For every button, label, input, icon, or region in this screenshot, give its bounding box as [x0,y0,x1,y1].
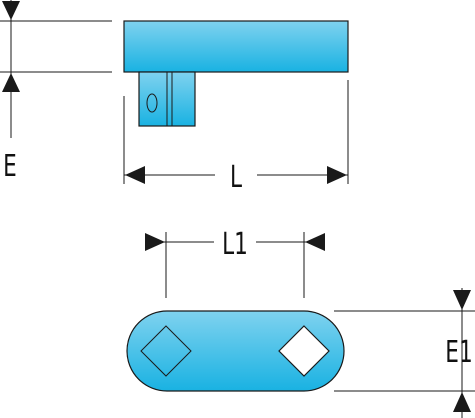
arrowhead [125,166,145,184]
arrowhead [453,290,471,310]
top-view-socket-right [278,325,330,377]
side-view-detent-hole [146,93,158,113]
arrowhead [327,166,347,184]
dimension-l1: L1 [145,228,325,298]
dimension-label-l1: L1 [222,228,248,262]
dimension-e1: E1 [334,288,475,418]
dimension-label-e1: E1 [445,336,472,370]
top-view-body [126,310,345,392]
arrowhead [453,392,471,412]
dimension-label-e: E [3,150,17,184]
side-view-bar [123,20,349,73]
dimension-e: E [0,0,112,184]
top-view-socket-left [140,325,192,377]
dimension-l: L [123,80,349,195]
arrowhead [2,73,20,92]
arrowhead [305,233,325,251]
top-view [126,310,345,392]
arrowhead [2,1,20,20]
dimension-label-l: L [230,161,242,195]
side-view [123,20,349,127]
arrowhead [145,233,165,251]
